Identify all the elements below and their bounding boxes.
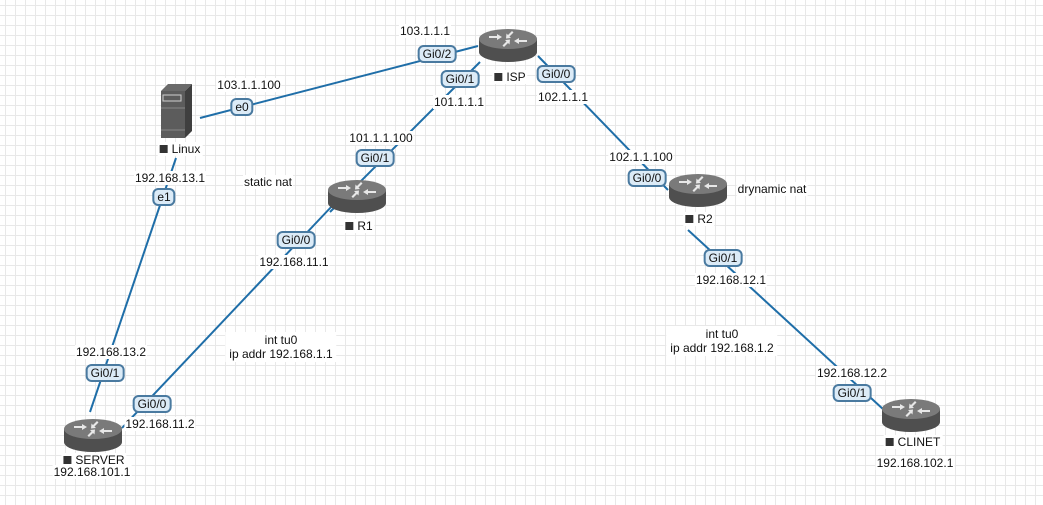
server-linux[interactable]	[161, 84, 192, 138]
ip-label: 192.168.12.1	[694, 273, 768, 287]
device-label-clinet: CLINET	[883, 435, 943, 449]
tunnel-note-line: int tu0	[264, 333, 298, 347]
ip-label: 103.1.1.1	[398, 24, 452, 38]
device-label-server: SERVER	[61, 453, 127, 467]
interface-badge[interactable]: e1	[152, 188, 176, 206]
ip-label: 192.168.11.2	[124, 417, 196, 431]
clinet-subnet-label: 192.168.102.1	[875, 456, 955, 470]
router-r1[interactable]	[328, 180, 386, 213]
tunnel-note-r1: int tu0 ip addr 192.168.1.1	[225, 332, 337, 362]
links	[89, 45, 885, 429]
device-label-isp: ISP	[492, 70, 528, 84]
device-label-linux: Linux	[157, 142, 203, 156]
ip-label: 102.1.1.100	[608, 150, 674, 164]
interface-badge[interactable]: Gi0/0	[627, 169, 667, 187]
ip-label: 192.168.12.2	[815, 366, 889, 380]
interface-badge[interactable]: Gi0/0	[132, 395, 172, 413]
interface-badge[interactable]: Gi0/0	[536, 65, 576, 83]
status-square-icon	[494, 73, 503, 81]
nat-note-r1: static nat	[242, 175, 294, 189]
tunnel-note-line: ip addr 192.168.1.1	[229, 347, 333, 361]
device-label-r2: R2	[683, 212, 715, 226]
server-subnet-label: 192.168.101.1	[52, 465, 132, 479]
interface-badge[interactable]: e0	[230, 98, 254, 116]
ip-label: 103.1.1.100	[216, 78, 282, 92]
status-square-icon	[685, 215, 694, 223]
ip-label: 101.1.1.1	[432, 95, 486, 109]
interface-badge[interactable]: Gi0/1	[440, 70, 480, 88]
tunnel-note-line: int tu0	[705, 327, 739, 341]
interface-badge[interactable]: Gi0/1	[85, 364, 125, 382]
interface-badge[interactable]: Gi0/1	[832, 384, 872, 402]
status-square-icon	[63, 456, 72, 464]
tunnel-note-r2: int tu0 ip addr 192.168.1.2	[666, 326, 778, 356]
interface-badge[interactable]: Gi0/1	[703, 249, 743, 267]
interface-badge[interactable]: Gi0/1	[355, 149, 395, 167]
nat-note-r2: drynamic nat	[736, 182, 808, 196]
status-square-icon	[345, 222, 354, 230]
router-clinet[interactable]	[882, 399, 940, 432]
interface-badge[interactable]: Gi0/2	[417, 45, 457, 63]
tunnel-note-line: ip addr 192.168.1.2	[670, 341, 774, 355]
interface-badge[interactable]: Gi0/0	[276, 231, 316, 249]
router-r2[interactable]	[669, 174, 727, 207]
ip-label: 102.1.1.1	[536, 90, 590, 104]
ip-label: 192.168.13.1	[133, 171, 207, 185]
router-server[interactable]	[64, 419, 122, 452]
device-label-r1: R1	[343, 219, 375, 233]
ip-label: 192.168.13.2	[74, 345, 148, 359]
status-square-icon	[159, 145, 168, 153]
status-square-icon	[885, 438, 894, 446]
router-isp[interactable]	[479, 29, 537, 62]
ip-label: 101.1.1.100	[348, 131, 414, 145]
ip-label: 192.168.11.1	[258, 255, 330, 269]
